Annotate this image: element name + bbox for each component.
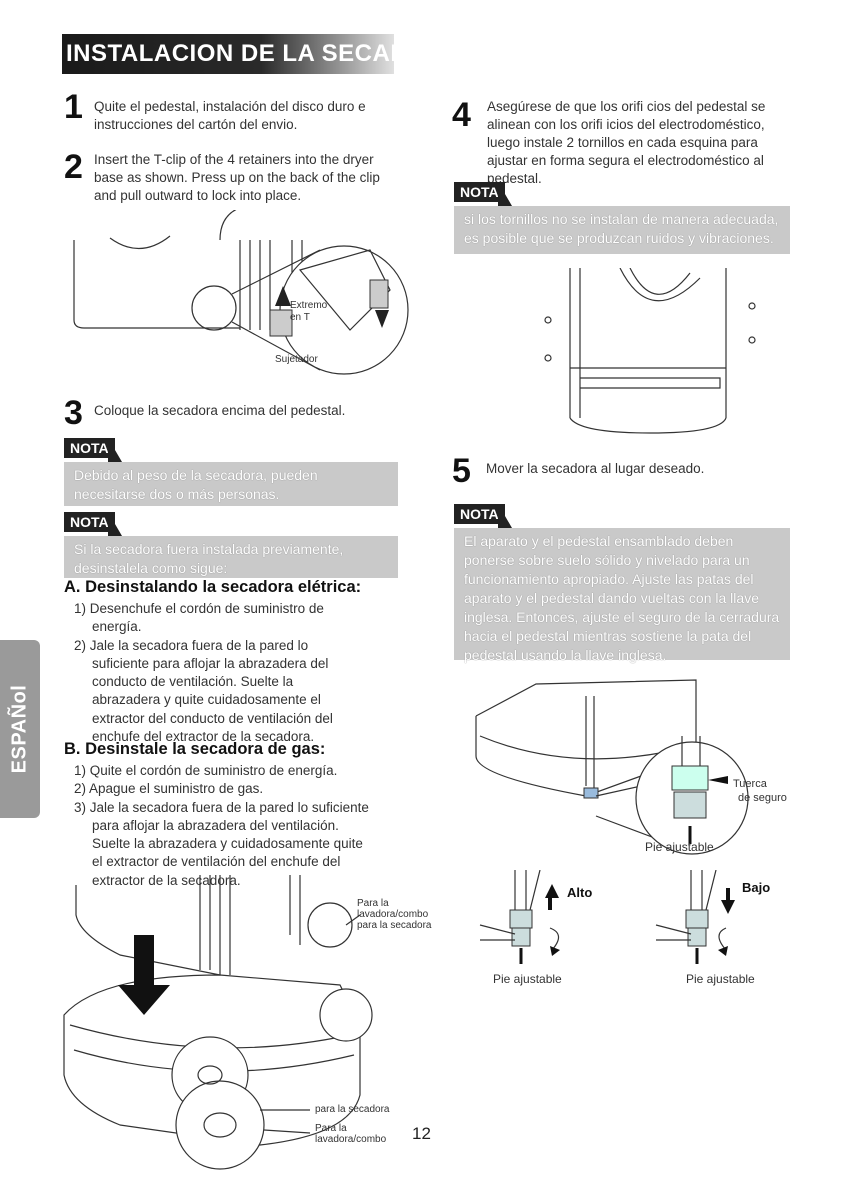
nota-2-box: Si la secadora fuera instalada previamen… bbox=[64, 536, 398, 578]
label-pie-ajustable-2: Pie ajustable bbox=[493, 972, 562, 986]
leveling-feet-figure bbox=[475, 679, 749, 855]
step-3-number: 3 bbox=[64, 394, 83, 432]
nota-2-triangle bbox=[108, 512, 122, 536]
nota-3-box: si los tornillos no se instalan de maner… bbox=[454, 206, 790, 254]
section-b-item-3: 3) Jale la secadora fuera de la pared lo… bbox=[74, 799, 369, 888]
section-a-heading: A. Desinstalando la secadora elétrica: bbox=[64, 578, 362, 596]
step-5-number: 5 bbox=[452, 452, 471, 490]
step-2-number: 2 bbox=[64, 148, 83, 186]
step-5-text: Mover la secadora al lugar deseado. bbox=[486, 461, 705, 476]
nota-3-triangle bbox=[498, 182, 512, 206]
nota-3-label: NOTA bbox=[454, 182, 505, 202]
label-para-la-1: Para la bbox=[357, 898, 389, 909]
step-4-text: Asegúrese de que los orifi cios del pede… bbox=[487, 99, 766, 186]
raise-foot-figure bbox=[479, 870, 560, 964]
nota-4-label: NOTA bbox=[454, 504, 505, 524]
label-alto: Alto bbox=[567, 885, 593, 900]
nota-1-triangle bbox=[108, 438, 122, 462]
label-extremo: Extremo bbox=[290, 300, 328, 311]
pedestal-placement-figure bbox=[63, 875, 373, 1170]
step-1-number: 1 bbox=[64, 88, 83, 126]
language-side-tab-label: ESPAÑol bbox=[8, 684, 31, 774]
label-para-la-secadora-1: para la secadora bbox=[357, 920, 432, 931]
nota-2-label: NOTA bbox=[64, 512, 115, 532]
label-lavadora-combo-2: lavadora/combo bbox=[315, 1134, 387, 1145]
screw-installation-figure bbox=[544, 268, 756, 434]
label-en-t: en T bbox=[290, 312, 310, 323]
nota-1-label: NOTA bbox=[64, 438, 115, 458]
label-para-la-secadora-2: para la secadora bbox=[315, 1104, 390, 1115]
section-b-item-2: 2) Apague el suministro de gas. bbox=[74, 781, 264, 797]
step-1-text: Quite el pedestal, instalación del disco… bbox=[94, 99, 366, 132]
clip-installation-figure bbox=[73, 210, 409, 375]
label-sujetador: Sujetador bbox=[275, 354, 318, 365]
section-a-item-1: 1) Desenchufe el cordón de suministro de… bbox=[74, 601, 324, 635]
section-a-item-2: 2) Jale la secadora fuera de la pared lo… bbox=[74, 637, 333, 745]
page-number: 12 bbox=[412, 1124, 431, 1143]
step-4-number: 4 bbox=[452, 96, 471, 134]
section-b-heading: B. Desinstale la secadora de gas: bbox=[64, 740, 326, 758]
step-3-text: Coloque la secadora encima del pedestal. bbox=[94, 403, 346, 418]
step-2-text: Insert the T-clip of the 4 retainers int… bbox=[94, 152, 380, 203]
nota-4-box: El aparato y el pedestal ensamblado debe… bbox=[454, 528, 790, 663]
label-pie-ajustable-1: Pie ajustable bbox=[645, 840, 714, 854]
label-bajo: Bajo bbox=[742, 880, 771, 895]
section-b-item-1: 1) Quite el cordón de suministro de ener… bbox=[74, 763, 338, 778]
lower-foot-figure bbox=[655, 870, 735, 964]
label-tuerca: Tuerca bbox=[733, 778, 767, 790]
label-lavadora-combo-1: lavadora/combo bbox=[357, 909, 429, 920]
nota-1-box: Debido al peso de la secadora, pueden ne… bbox=[64, 462, 398, 506]
label-de-seguro: de seguro bbox=[738, 792, 787, 804]
language-side-tab: ESPAÑol bbox=[0, 640, 40, 818]
page-title: INSTALACION DE LA SECADORA bbox=[62, 34, 394, 74]
label-pie-ajustable-3: Pie ajustable bbox=[686, 972, 755, 986]
section-a-list: 1) Desenchufe el cordón de suministro de… bbox=[74, 600, 364, 746]
section-b-list: 1) Quite el cordón de suministro de ener… bbox=[74, 762, 374, 890]
label-para-la-2: Para la bbox=[315, 1123, 347, 1134]
nota-4-triangle bbox=[498, 504, 512, 528]
